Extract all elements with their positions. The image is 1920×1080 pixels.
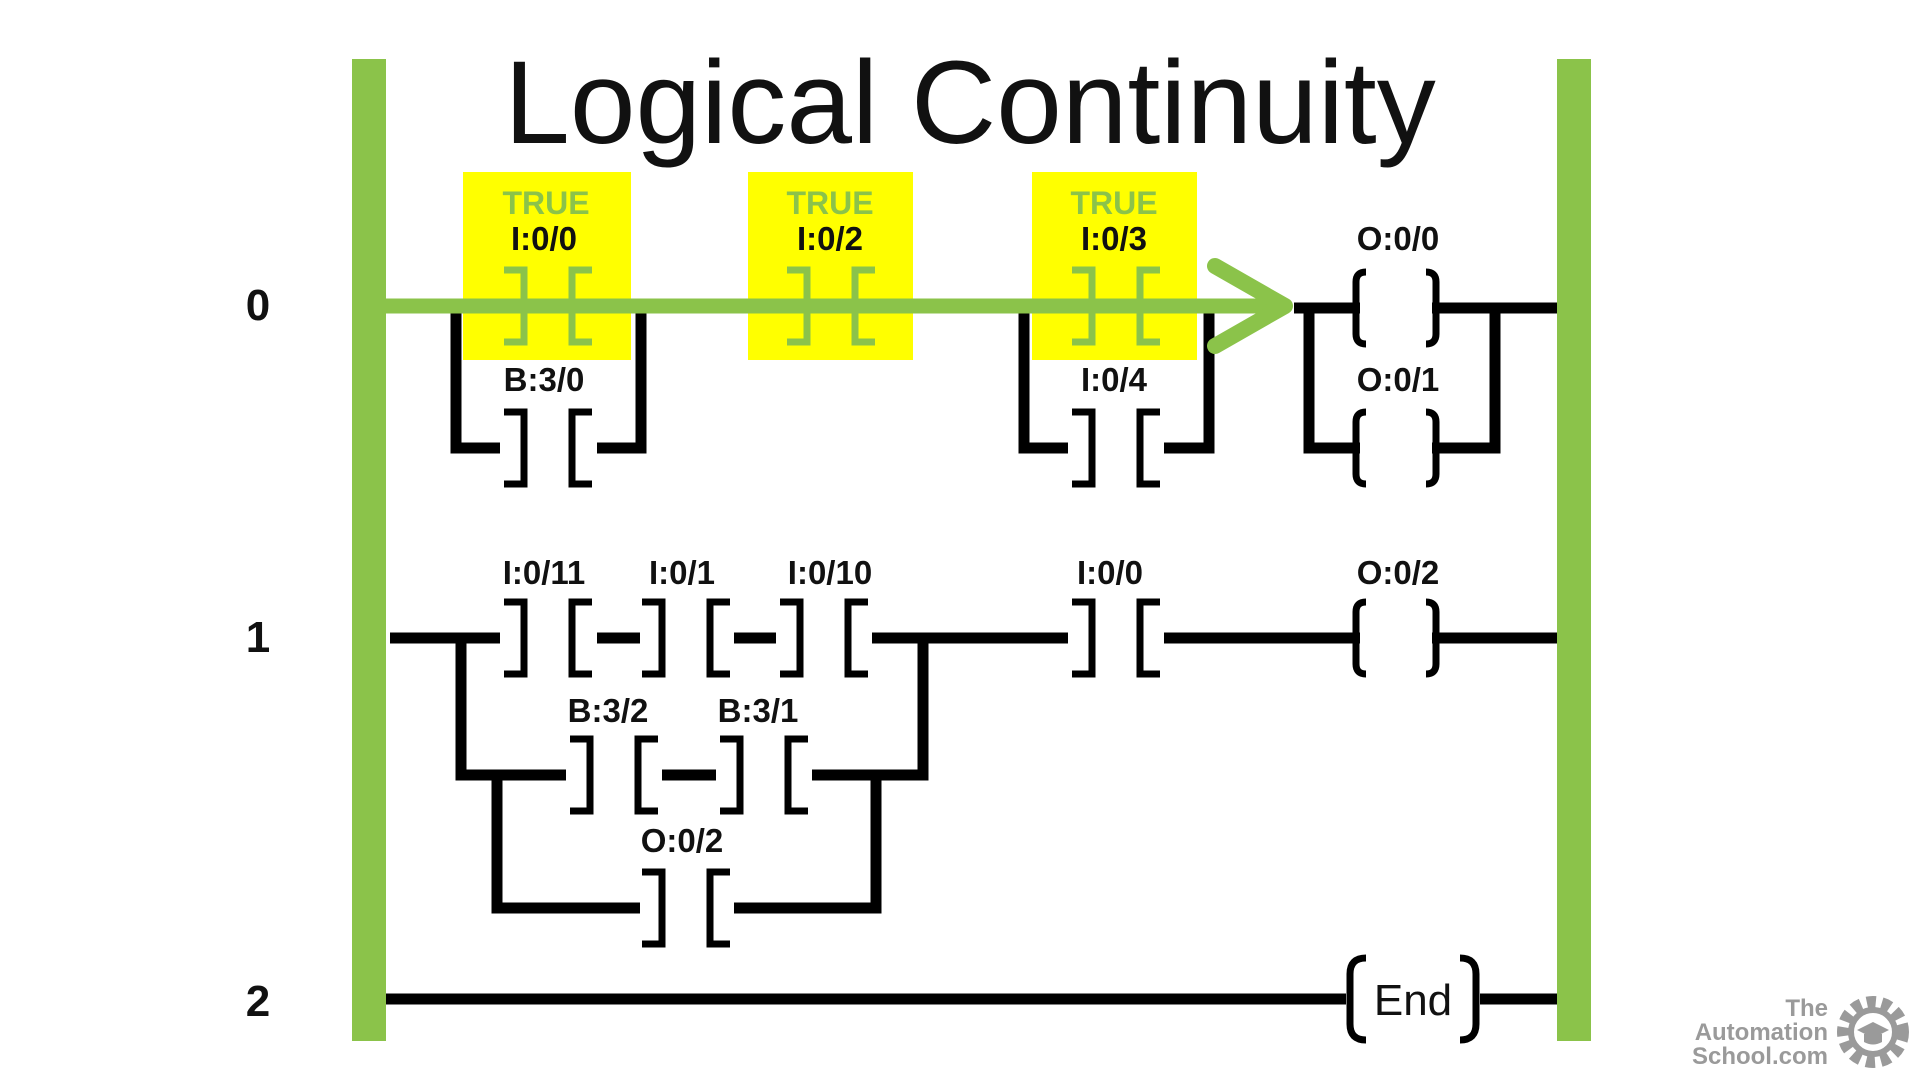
addr-i011: I:0/11	[503, 554, 586, 591]
addr-b31: B:3/1	[718, 692, 799, 729]
true-highlight-i02	[748, 172, 913, 360]
page-title: Logical Continuity	[504, 37, 1435, 169]
contact-b30	[504, 412, 592, 484]
right-power-rail	[1557, 59, 1591, 1041]
state-label-i00: TRUE	[502, 185, 589, 221]
contact-i01	[642, 602, 730, 674]
contact-b31	[720, 739, 808, 811]
addr-o02-seal: O:0/2	[641, 822, 724, 859]
state-label-i02: TRUE	[786, 185, 873, 221]
rung-0: TRUE TRUE TRUE I:0/0 B:3/0 I:0/2 I:0/3 I…	[450, 185, 1560, 484]
contact-i010	[780, 602, 868, 674]
contact-i00-rung1	[1072, 602, 1160, 674]
addr-o00: O:0/0	[1357, 220, 1440, 257]
addr-o02: O:0/2	[1357, 554, 1440, 591]
addr-i04: I:0/4	[1081, 361, 1148, 398]
rung-number-0: 0	[246, 281, 270, 330]
brand-line-3: School.com	[1692, 1043, 1828, 1070]
addr-o01: O:0/1	[1357, 361, 1440, 398]
end-instruction-label: End	[1374, 976, 1452, 1025]
addr-i00-rung1: I:0/0	[1077, 554, 1143, 591]
addr-b30: B:3/0	[504, 361, 585, 398]
addr-i02: I:0/2	[797, 220, 863, 257]
brand-line-1: The	[1785, 995, 1828, 1022]
state-label-i03: TRUE	[1070, 185, 1157, 221]
end-bracket-right	[1459, 954, 1480, 1044]
rung-2: End	[383, 954, 1560, 1044]
coil-o02	[1356, 602, 1436, 674]
coil-o00	[1356, 272, 1436, 344]
rung-number-2: 2	[246, 977, 270, 1026]
contact-i011	[504, 602, 592, 674]
contact-b32	[570, 739, 658, 811]
true-highlight-i00	[463, 172, 631, 360]
gear-graduation-cap-icon	[1837, 996, 1909, 1068]
brand-logo: The Automation School.com	[1692, 995, 1909, 1070]
left-power-rail	[352, 59, 386, 1041]
addr-i00: I:0/0	[511, 220, 577, 257]
contact-o02-seal	[642, 872, 730, 944]
addr-i010: I:0/10	[788, 554, 872, 591]
true-highlight-i03	[1032, 172, 1197, 360]
addr-b32: B:3/2	[568, 692, 649, 729]
end-bracket-left	[1346, 954, 1367, 1044]
addr-i01: I:0/1	[649, 554, 715, 591]
rung-number-1: 1	[246, 613, 270, 662]
rung-1: I:0/11 I:0/1 I:0/10 B:3/2 B:3/1 O:0/2 I:…	[390, 554, 1560, 944]
brand-line-2: Automation	[1695, 1019, 1828, 1046]
power-flow-arrow	[383, 258, 1293, 354]
addr-i03: I:0/3	[1081, 220, 1147, 257]
coil-o01	[1356, 412, 1436, 484]
contact-i04	[1072, 412, 1160, 484]
